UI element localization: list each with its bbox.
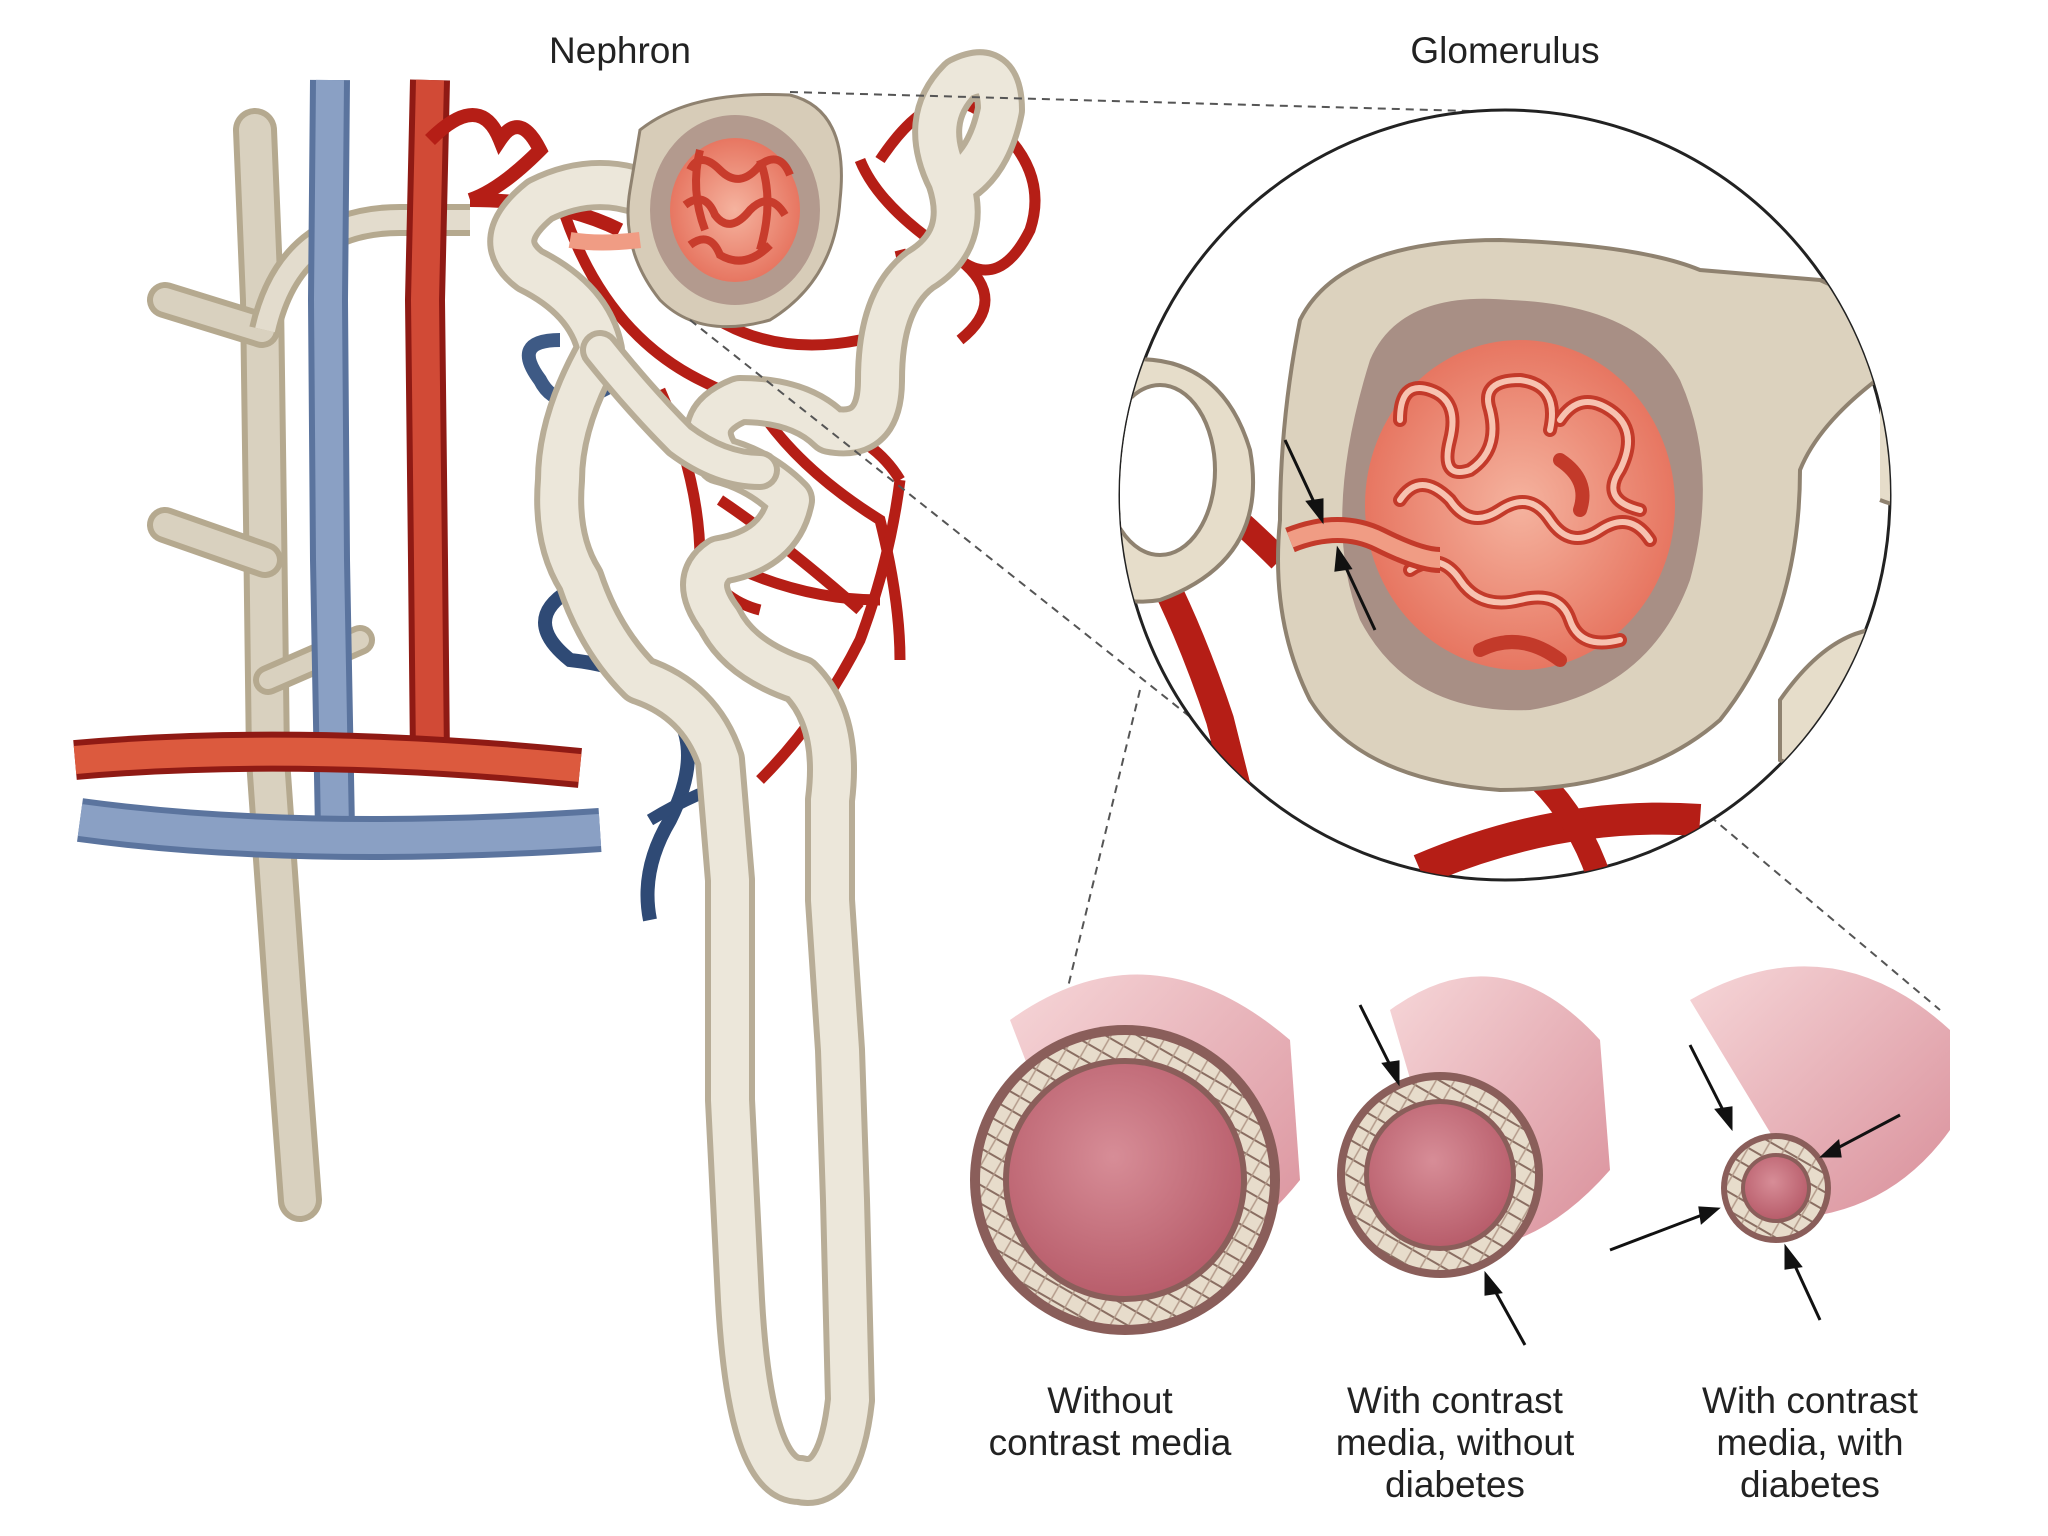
caption-line: With contrast [1347, 1380, 1563, 1421]
bowman-capsule [568, 92, 843, 329]
glomerulus-title: Glomerulus [1410, 30, 1600, 71]
interlobular-artery [73, 79, 624, 788]
vessel-without-contrast [970, 974, 1300, 1335]
caption-line: Without [1047, 1380, 1173, 1421]
caption-contrast-no-diabetes: With contrast media, without diabetes [1290, 1380, 1620, 1506]
interlobular-vein [77, 79, 602, 860]
caption-line: media, with [1716, 1422, 1904, 1463]
caption-line: contrast media [988, 1422, 1232, 1463]
caption-line: With contrast [1702, 1380, 1918, 1421]
zoom-lines [689, 91, 1941, 1021]
caption-contrast-with-diabetes: With contrast media, with diabetes [1650, 1380, 1970, 1506]
caption-line: diabetes [1740, 1464, 1880, 1505]
glomerulus-magnified [1118, 108, 1892, 882]
caption-without-contrast: Without contrast media [940, 1380, 1280, 1464]
vessel-contrast-no-diabetes [1337, 976, 1610, 1346]
nephron-title: Nephron [549, 30, 691, 71]
caption-line: media, without [1335, 1422, 1575, 1463]
vessel-contrast-with-diabetes [1609, 966, 1950, 1321]
caption-line: diabetes [1385, 1464, 1525, 1505]
renal-tubule [487, 49, 1025, 1506]
